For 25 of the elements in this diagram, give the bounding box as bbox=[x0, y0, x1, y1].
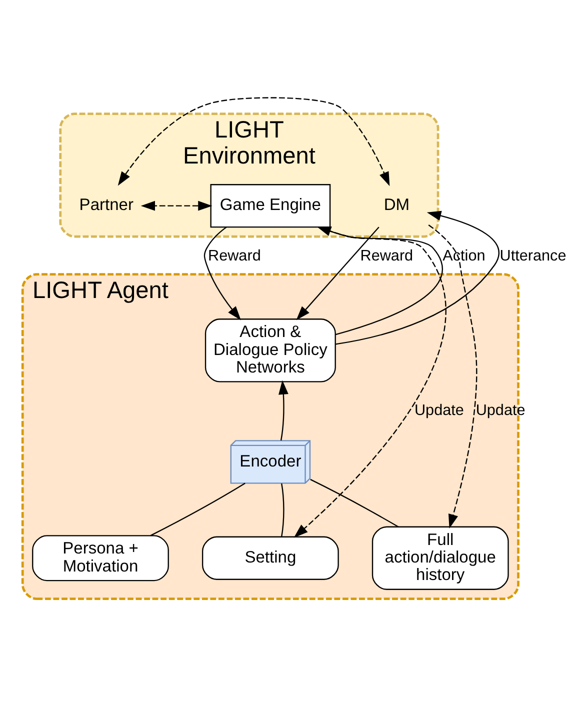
node-box: Setting bbox=[202, 536, 339, 580]
arrow bbox=[278, 380, 288, 440]
node-box: Persona + Motivation bbox=[32, 534, 169, 581]
arrow bbox=[204, 226, 241, 320]
node-text: DM bbox=[384, 194, 410, 214]
edge-label: Update bbox=[476, 402, 526, 419]
connector bbox=[310, 478, 399, 527]
node-text: Partner bbox=[79, 194, 134, 214]
arrow bbox=[316, 226, 443, 335]
arrow bbox=[294, 226, 446, 538]
arrow bbox=[140, 200, 212, 210]
node-box: Full action/dialogue history bbox=[372, 526, 509, 590]
connector bbox=[281, 482, 284, 536]
edge-label: Reward bbox=[208, 247, 261, 264]
connector bbox=[150, 482, 246, 536]
edge-label: Update bbox=[414, 402, 464, 419]
arrow bbox=[428, 224, 478, 528]
arrow bbox=[336, 210, 500, 344]
arrow bbox=[118, 96, 390, 186]
edge-label: Utterance bbox=[500, 247, 566, 264]
edge-label: Reward bbox=[360, 247, 414, 264]
node-box: Action & Dialogue Policy Networks bbox=[204, 318, 336, 382]
arrow bbox=[296, 226, 380, 320]
node-box: Game Engine bbox=[210, 184, 331, 228]
edge-label: Action bbox=[442, 247, 486, 264]
